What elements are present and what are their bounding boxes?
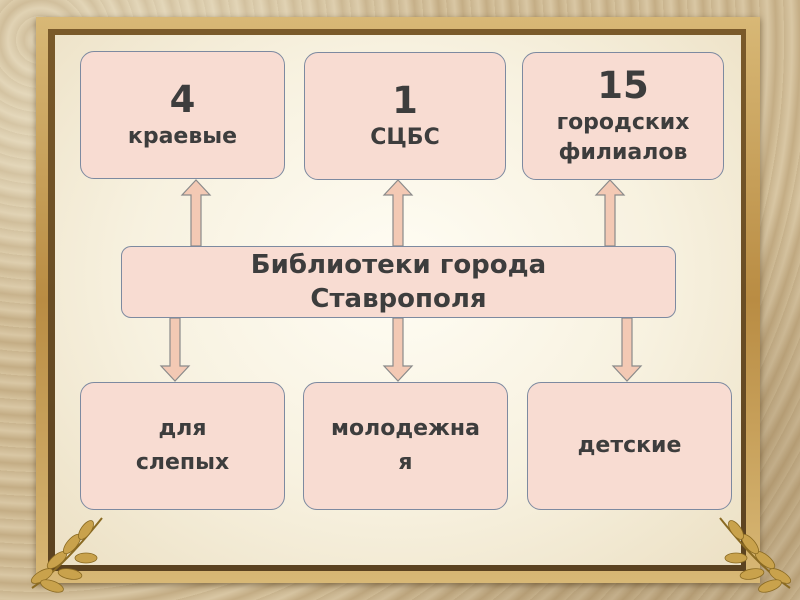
arrow-down-center	[384, 318, 412, 381]
bottom-box-label: для	[158, 412, 206, 446]
top-box-number: 1	[392, 79, 418, 123]
bottom-box-label-line2: я	[398, 446, 412, 480]
arrow-down-left	[161, 318, 189, 381]
top-box-number: 4	[170, 78, 196, 122]
top-box-kraevye: 4 краевые	[80, 51, 285, 179]
laurel-right-icon	[680, 498, 800, 598]
arrow-up-center	[384, 180, 412, 246]
top-box-label: городских	[557, 108, 690, 138]
bottom-box-label-line2: слепых	[136, 446, 229, 480]
bottom-box-children: детские	[527, 382, 732, 510]
bottom-box-label: детские	[578, 429, 682, 463]
bottom-box-blind: для слепых	[80, 382, 285, 510]
bottom-box-label: молодежна	[331, 412, 480, 446]
center-title-line2: Ставрополя	[310, 282, 486, 316]
center-box: Библиотеки города Ставрополя	[121, 246, 676, 318]
top-box-label-line2: филиалов	[559, 138, 688, 168]
top-box-number: 15	[597, 64, 649, 108]
top-box-filials: 15 городских филиалов	[522, 52, 724, 180]
top-box-sczbs: 1 СЦБС	[304, 52, 506, 180]
arrow-up-right	[596, 180, 624, 246]
bottom-box-youth: молодежна я	[303, 382, 508, 510]
arrow-down-right	[613, 318, 641, 381]
center-title-line1: Библиотеки города	[251, 248, 546, 282]
arrow-up-left	[182, 180, 210, 246]
laurel-left-icon	[22, 498, 142, 598]
top-box-label: СЦБС	[370, 123, 439, 153]
top-box-label: краевые	[128, 122, 237, 152]
